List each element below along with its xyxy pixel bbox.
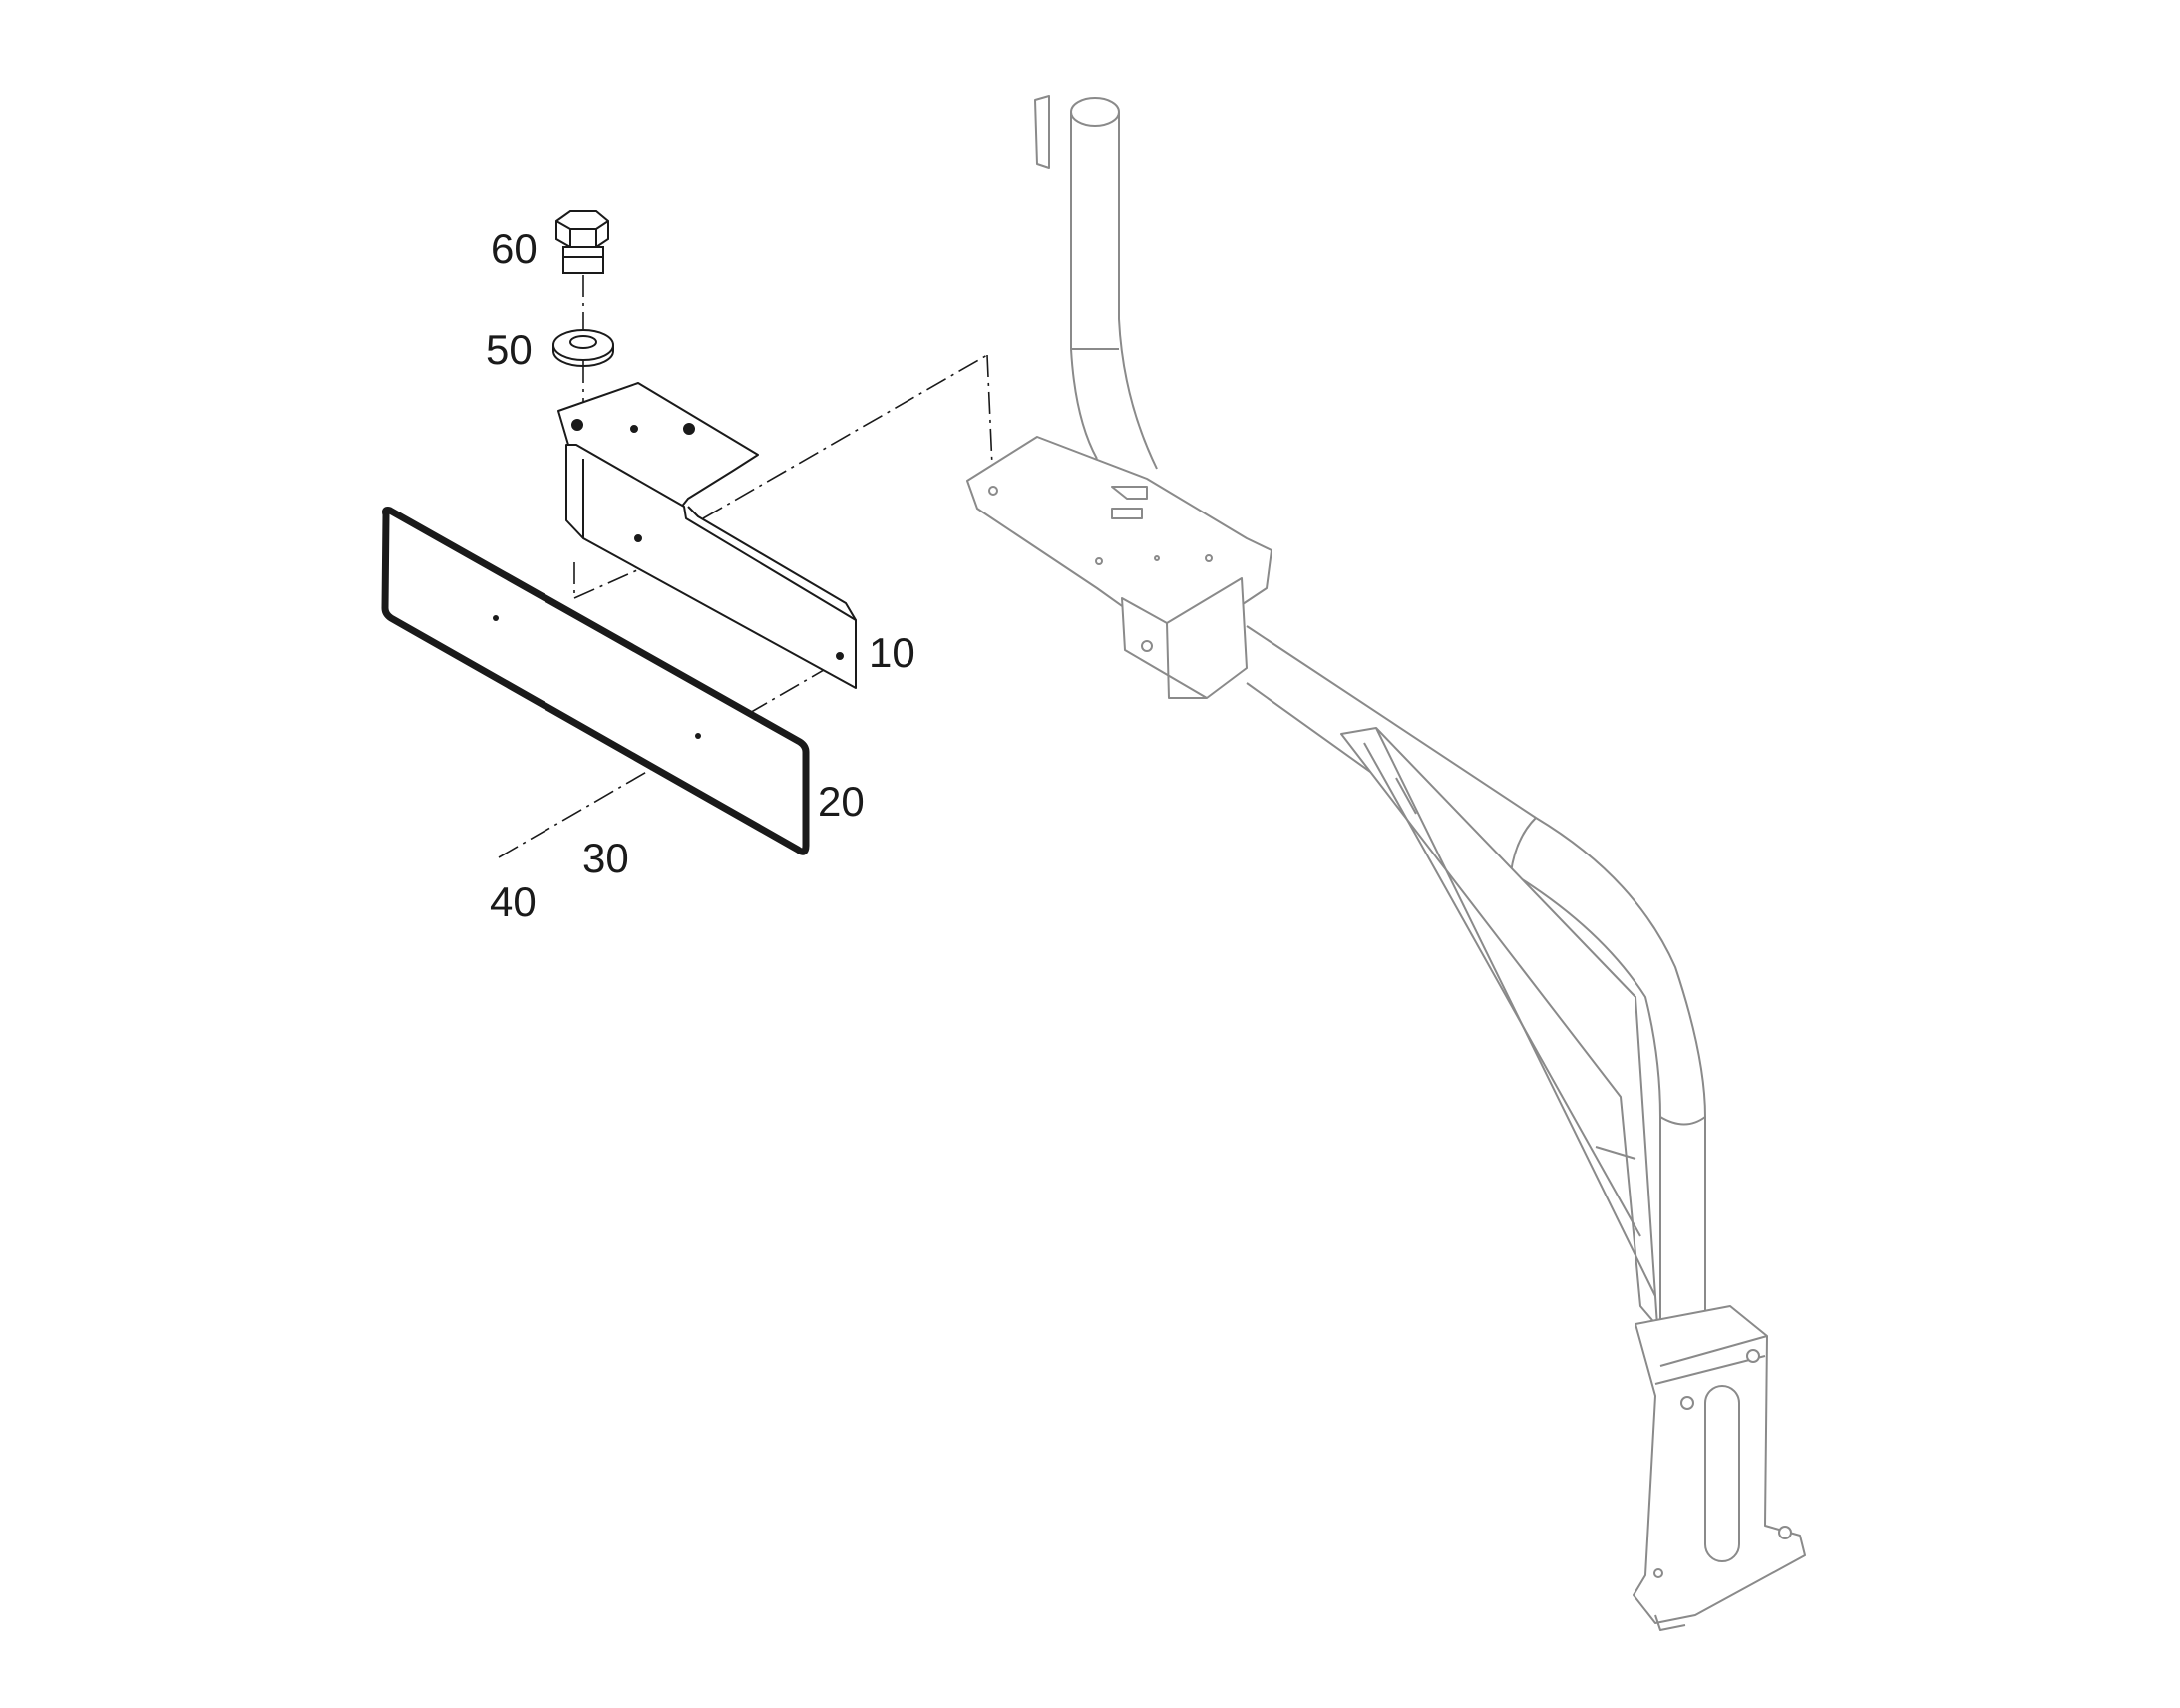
- washer: [552, 329, 614, 367]
- bracket: [557, 382, 857, 689]
- callout-20: 20: [818, 778, 865, 825]
- hex-bolt: [555, 210, 609, 274]
- callout-60: 60: [491, 225, 538, 272]
- callout-10: 10: [869, 629, 915, 676]
- callout-30: 30: [582, 835, 629, 881]
- support-frame: [966, 95, 1806, 1631]
- license-plate: [381, 507, 810, 855]
- callout-40: 40: [490, 878, 537, 925]
- callout-50: 50: [486, 326, 533, 373]
